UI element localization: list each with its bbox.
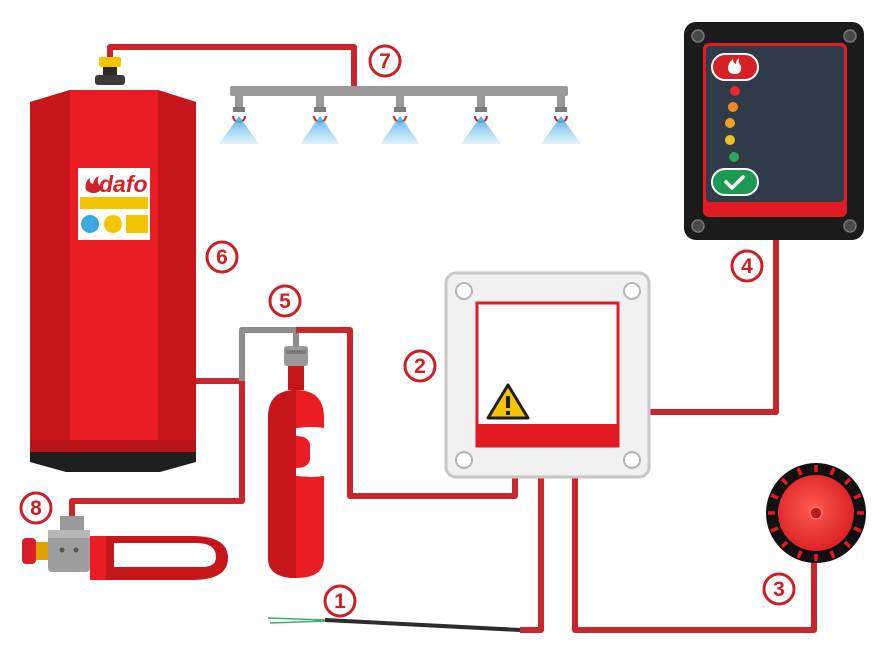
callout-8: 8	[19, 491, 53, 525]
control-box	[444, 271, 651, 479]
status-led-yellow	[725, 135, 735, 145]
wire-control-to-alarm	[572, 476, 817, 633]
nozzle-4	[461, 96, 501, 144]
callout-2-label: 2	[414, 355, 426, 378]
callout-1-label: 1	[334, 590, 346, 613]
pipe-tank-to-manifold	[107, 44, 357, 86]
pilot-cylinder	[268, 346, 324, 578]
tank-label: dafo	[78, 168, 150, 240]
callout-1: 1	[323, 584, 357, 618]
alarm-bell	[766, 463, 866, 563]
callout-4-label: 4	[741, 255, 753, 278]
brand-logo-text: dafo	[99, 171, 148, 197]
wire-to-manual-release	[69, 381, 245, 520]
callout-6-label: 6	[216, 246, 228, 269]
manual-release-actuator	[22, 516, 228, 580]
pipe-grey-header	[239, 327, 299, 381]
callout-3-label: 3	[773, 578, 785, 601]
nozzle-3	[380, 96, 420, 144]
callout-3: 3	[762, 572, 796, 606]
status-led-green	[729, 152, 739, 162]
nozzle-1	[219, 96, 259, 144]
nozzle-2	[300, 96, 340, 144]
callout-5: 5	[268, 284, 302, 318]
callout-8-label: 8	[30, 497, 42, 520]
status-led-red	[730, 86, 740, 96]
check-icon	[711, 168, 759, 196]
sprinkler-manifold	[219, 86, 581, 144]
callout-7-label: 7	[379, 50, 391, 73]
bell-teeth	[768, 465, 864, 561]
pipe-tank-to-valve	[196, 327, 296, 384]
nozzle-5	[541, 96, 581, 144]
status-led-orange	[728, 102, 738, 112]
wire-valve-to-control	[296, 327, 518, 499]
callout-4: 4	[730, 249, 764, 283]
callout-6: 6	[205, 240, 239, 274]
wire-control-to-panel	[648, 236, 779, 415]
flame-logo-icon	[85, 176, 101, 194]
callout-7: 7	[368, 44, 402, 78]
agent-tank: dafo	[30, 57, 196, 472]
display-panel	[684, 22, 864, 240]
detection-cable	[267, 617, 521, 632]
wire-control-to-detector	[520, 476, 544, 633]
warning-icon	[486, 383, 530, 420]
status-led-amber	[725, 118, 735, 128]
pipe-network	[69, 44, 817, 633]
callout-5-label: 5	[279, 290, 291, 313]
callout-2: 2	[403, 349, 437, 383]
flame-icon	[711, 53, 759, 81]
